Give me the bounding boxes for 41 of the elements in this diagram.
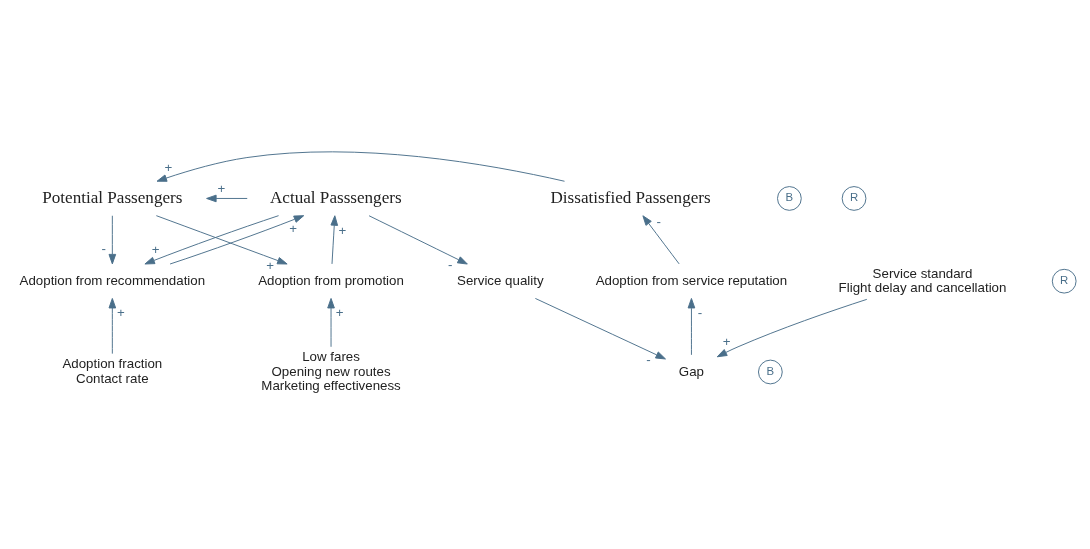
edge-label: + xyxy=(164,159,173,175)
node-text: Adoption from recommendation xyxy=(19,272,206,288)
arrow xyxy=(327,297,335,348)
label: R xyxy=(849,191,859,204)
label: B xyxy=(766,364,775,377)
edge-label: + xyxy=(117,304,125,320)
node-text: Low fares Opening new routes Marketing effectiveness xyxy=(261,349,401,393)
arrow xyxy=(687,297,696,356)
node-text: Potential Passengers xyxy=(42,187,183,207)
arrow xyxy=(716,298,868,358)
arrow xyxy=(330,215,339,265)
arrow xyxy=(206,194,248,203)
arrow xyxy=(169,215,305,265)
node-text: Adoption from promotion xyxy=(258,272,404,288)
node-text: Service quality xyxy=(457,272,544,288)
edge-label: - xyxy=(448,256,453,272)
node-text: Adoption fraction Contact rate xyxy=(62,356,163,386)
edge-label: + xyxy=(289,220,297,236)
arrow xyxy=(534,297,666,360)
node-text: Service standard Flight delay and cancellation xyxy=(838,265,1007,295)
edge-label: + xyxy=(338,222,347,238)
arrow xyxy=(368,215,468,265)
edge-label: + xyxy=(722,333,731,349)
node-text: Actual Passsengers xyxy=(269,187,402,207)
label: R xyxy=(1060,274,1069,287)
edge-label: + xyxy=(217,181,226,197)
arrow xyxy=(156,151,565,182)
edge-label: - xyxy=(656,213,661,229)
label: B xyxy=(785,191,794,204)
edge-label: - xyxy=(697,304,703,320)
edge-label: + xyxy=(151,242,160,258)
edge-label: - xyxy=(101,240,106,256)
node-text: Dissatisfied Passengers xyxy=(550,187,711,207)
edge-label: - xyxy=(646,352,651,367)
arrow xyxy=(642,215,680,265)
arrow xyxy=(108,297,117,355)
edge-label: + xyxy=(335,304,344,320)
arrow xyxy=(108,215,117,265)
edge-label: + xyxy=(266,258,275,274)
node-text: Adoption from service reputation xyxy=(595,272,788,288)
node-text: Gap xyxy=(678,363,705,379)
